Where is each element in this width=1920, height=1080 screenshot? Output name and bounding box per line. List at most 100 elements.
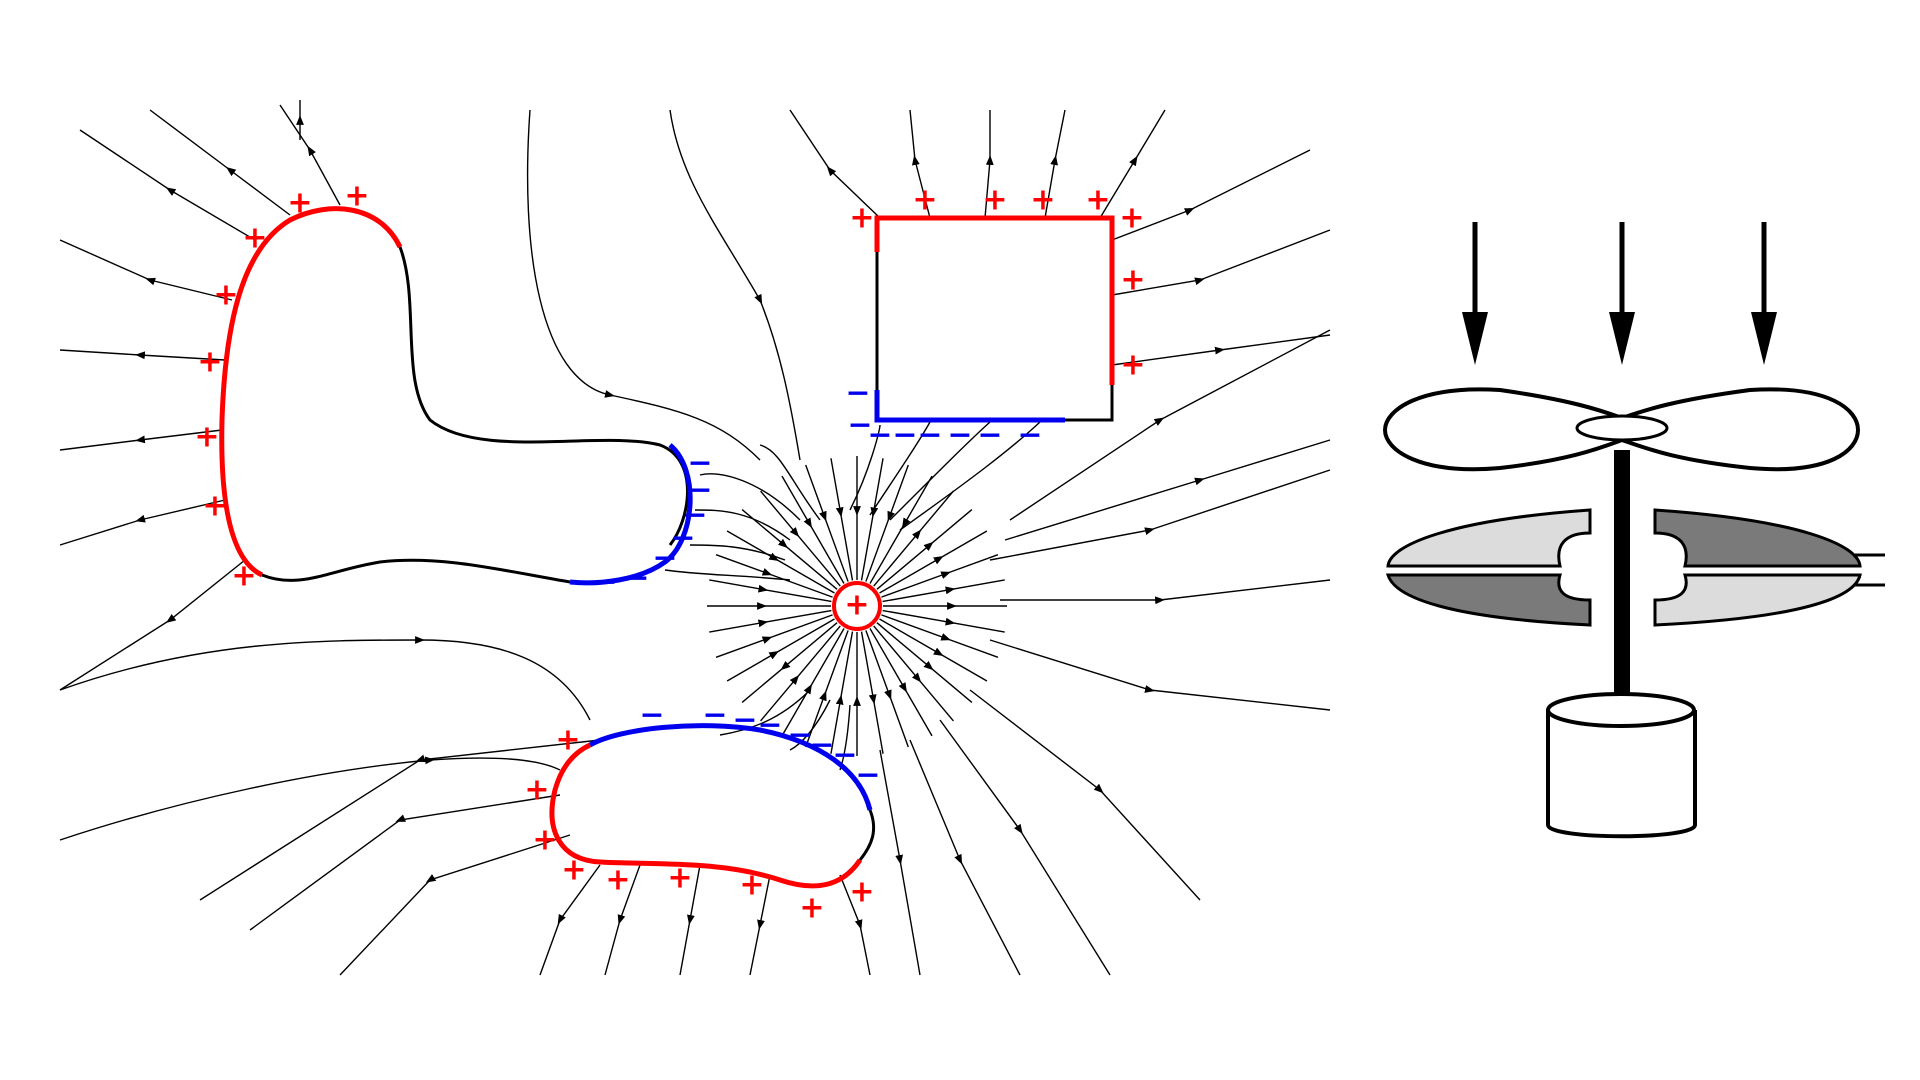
field-line-inward (759, 444, 821, 521)
field-line-radial (876, 509, 973, 590)
field-line-radial (709, 579, 832, 603)
field-line-left (59, 429, 223, 451)
source-charge: + (832, 581, 882, 631)
field-line-radial (781, 475, 845, 584)
conductor-bottom-neutral (858, 809, 876, 861)
negative-charge-mark: − (1017, 418, 1042, 453)
field-line-inward (869, 421, 931, 516)
field-line-outward (939, 719, 1111, 976)
field-line-sweep (59, 756, 561, 841)
conductor-rect (874, 215, 1115, 423)
negative-charge-mark: − (624, 561, 649, 596)
negative-charge-mark: − (947, 418, 972, 453)
conductor-left-negative (569, 443, 693, 586)
field-line-radial (876, 622, 973, 703)
field-line-sweep (526, 109, 761, 461)
field-line-radial (741, 509, 838, 590)
field-line-radial (830, 631, 854, 754)
negative-charge-mark: − (670, 521, 695, 556)
conductor-left (219, 206, 693, 586)
field-line-radial (760, 625, 841, 722)
field-line-outward (879, 749, 921, 976)
positive-charge-mark: + (849, 201, 874, 236)
rotor-hub (1575, 414, 1669, 442)
field-line-radial (869, 628, 933, 737)
field-line-rect (1044, 109, 1066, 219)
field-lines (59, 100, 1331, 976)
field-line-left (59, 239, 233, 301)
positive-charge-mark: + (287, 186, 312, 221)
field-line-outward (1004, 439, 1331, 541)
positive-charge-mark: + (231, 559, 256, 594)
field-line-radial (881, 614, 999, 658)
field-line-bottom (539, 864, 601, 976)
negative-charge-mark: − (845, 376, 870, 411)
positive-charge-mark: + (561, 853, 586, 888)
positive-charge-mark: + (213, 278, 238, 313)
field-line-radial (726, 618, 835, 682)
field-line-radial (873, 490, 954, 587)
field-line-inward (889, 421, 991, 521)
positive-charge-mark: + (739, 868, 764, 903)
field-line-radial (860, 631, 884, 754)
field-line-left (59, 559, 246, 691)
field-line-sweep (669, 109, 801, 461)
field-line-bottom (199, 739, 601, 901)
negative-charge-mark: − (867, 418, 892, 453)
field-line-rect (1099, 109, 1166, 219)
conductor-left-neutral-bottom (261, 558, 571, 584)
motor (1546, 692, 1697, 839)
negative-charge-mark: − (757, 708, 782, 743)
field-line-radial (869, 475, 933, 584)
negative-charge-mark: − (847, 408, 872, 443)
field-line-outward (909, 739, 1021, 976)
field-line-inward (899, 421, 1041, 531)
positive-charge-mark: + (912, 183, 937, 218)
field-line-radial (882, 609, 1005, 633)
positive-charge-mark: + (524, 773, 549, 808)
negative-charge-mark: − (652, 541, 677, 576)
charge-marks: ++++++++−−−−−−−++++++++−−−−−−−−+++++++++… (194, 179, 1145, 926)
field-line-radial (860, 458, 884, 581)
conductor-rect-neutral (875, 252, 1114, 422)
stator-plate-upper-right (1653, 508, 1862, 568)
positive-charge-mark: + (1119, 201, 1144, 236)
field-line-rect (909, 109, 931, 219)
incoming-arrow (1751, 222, 1777, 365)
field-line-bottom (339, 834, 571, 976)
field-line-rect (1111, 229, 1331, 296)
conductor-bottom-positive (549, 742, 863, 889)
field-line-outward (989, 469, 1331, 561)
field-line-radial (865, 630, 909, 748)
positive-charge-mark: + (532, 823, 557, 858)
positive-charge-mark: + (799, 891, 824, 926)
positive-charge-mark: + (555, 723, 580, 758)
positive-charge-mark: + (605, 863, 630, 898)
field-line-radial (882, 579, 1005, 603)
incoming-field-arrows (1462, 222, 1777, 365)
positive-charge-mark: + (242, 221, 267, 256)
positive-charge-mark: + (1030, 183, 1055, 218)
stator-plate-upper-left (1386, 508, 1592, 568)
positive-charge-mark: + (1120, 263, 1145, 298)
field-line-outward (969, 689, 1201, 901)
positive-charge-mark: + (194, 420, 219, 455)
field-line-outward (1009, 329, 1331, 521)
field-line-radial (881, 554, 999, 598)
positive-charge-mark: + (849, 875, 874, 910)
field-line-radial (781, 628, 845, 737)
field-line-bottom (749, 874, 771, 976)
incoming-arrow (1609, 222, 1635, 365)
negative-charge-mark: − (855, 758, 880, 793)
conductor-bottom-negative (588, 723, 873, 811)
field-mill (1382, 222, 1885, 839)
stator-plates (1385, 508, 1885, 627)
field-line-rect (1111, 149, 1311, 241)
field-line-radial (865, 464, 909, 582)
field-line-left (79, 129, 256, 241)
negative-charge-mark: − (787, 718, 812, 753)
conductor-left-positive (219, 206, 403, 578)
field-line-inward (849, 424, 881, 511)
negative-charge-mark: − (687, 473, 712, 508)
